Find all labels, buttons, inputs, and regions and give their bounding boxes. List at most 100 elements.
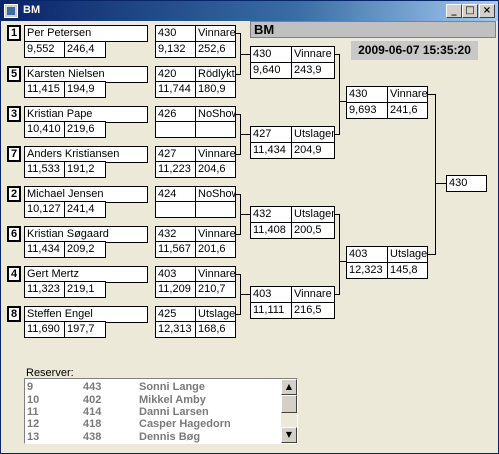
round2-stat1: 11,408: [250, 222, 292, 239]
player-stat1: 11,434: [24, 241, 65, 258]
bracket-line: [427, 254, 436, 255]
round2-stat2: 243,9: [291, 62, 335, 79]
player-stat2: 197,7: [64, 321, 106, 338]
reserves-label: Reserver:: [26, 367, 74, 379]
result-stat1: [155, 201, 196, 218]
round2-score: 432: [250, 206, 292, 223]
player-result: Vinnare: [195, 146, 236, 163]
bracket-line: [240, 214, 250, 215]
result-stat1: 11,209: [155, 281, 196, 298]
round2-stat2: 200,5: [291, 222, 335, 239]
seed-number: 8: [7, 306, 21, 322]
bracket-line: [236, 274, 241, 275]
player-stat1: 11,415: [24, 81, 65, 98]
result-stat1: [155, 121, 196, 138]
minimize-button[interactable]: _: [446, 4, 462, 18]
player-name[interactable]: Per Petersen: [24, 25, 148, 42]
result-stat2: 180,9: [195, 81, 236, 98]
result-stat2: 168,6: [195, 321, 236, 338]
bracket-line: [339, 54, 340, 135]
round2-stat2: 204,9: [291, 142, 335, 159]
player-stat2: 219,6: [64, 121, 106, 138]
round2-stat1: 11,111: [250, 302, 292, 319]
player-stat1: 11,533: [24, 161, 65, 178]
round3-stat1: 12,323: [346, 262, 388, 279]
scroll-thumb[interactable]: [281, 395, 297, 413]
round2-score: 403: [250, 286, 292, 303]
bracket-line: [427, 94, 436, 95]
result-stat2: [195, 121, 236, 138]
player-name[interactable]: Gert Mertz: [24, 266, 148, 283]
final-winner-score: 430: [446, 175, 487, 192]
app-icon[interactable]: [4, 4, 18, 18]
player-stat1: 9,552: [24, 41, 65, 58]
player-name[interactable]: Karsten Nielsen: [24, 66, 148, 83]
bracket-line: [240, 54, 250, 55]
result-stat1: 9,132: [155, 41, 196, 58]
bracket-line: [435, 94, 436, 255]
round3-score: 403: [346, 246, 388, 263]
player-score: 424: [155, 186, 196, 203]
bracket-line: [334, 214, 340, 215]
title-bar[interactable]: BM _ □ ×: [1, 1, 498, 21]
round2-result: Vinnare: [291, 46, 335, 63]
player-result: NoShow: [195, 106, 236, 123]
player-name[interactable]: Michael Jensen: [24, 186, 148, 203]
player-result: Vinnare: [195, 226, 236, 243]
bracket-line: [236, 114, 241, 115]
scroll-down-button[interactable]: ▼: [281, 427, 297, 443]
seed-number: 6: [7, 226, 21, 242]
player-result: Vinnare: [195, 25, 236, 42]
round2-stat2: 216,5: [291, 302, 335, 319]
bracket-line: [240, 134, 250, 135]
close-button[interactable]: ×: [479, 4, 495, 18]
maximize-button[interactable]: □: [462, 4, 478, 18]
page-title: BM: [250, 21, 496, 38]
result-stat1: 12,313: [155, 321, 196, 338]
player-stat2: 219,1: [64, 281, 106, 298]
bracket-line: [240, 294, 250, 295]
round2-score: 430: [250, 46, 292, 63]
bracket-line: [334, 294, 340, 295]
player-stat2: 209,2: [64, 241, 106, 258]
round2-stat1: 9,640: [250, 62, 292, 79]
round3-result: Utslagen: [387, 246, 428, 263]
round3-result: Vinnare: [387, 86, 428, 103]
round3-score: 430: [346, 86, 388, 103]
seed-number: 1: [7, 25, 21, 41]
player-stat2: 241,4: [64, 201, 106, 218]
player-name[interactable]: Kristian Søgaard: [24, 226, 148, 243]
player-score: 430: [155, 25, 196, 42]
round3-stat2: 241,6: [387, 102, 428, 119]
bracket-line: [236, 154, 241, 155]
round2-result: Utslagen: [291, 206, 335, 223]
bracket-line: [334, 134, 340, 135]
bracket-line: [435, 183, 446, 184]
seed-number: 5: [7, 66, 21, 82]
round2-result: Vinnare: [291, 286, 335, 303]
seed-number: 3: [7, 106, 21, 122]
reserves-list[interactable]: 9 443 Sonni Lange 10 402 Mikkel Amby 11 …: [24, 378, 298, 444]
result-stat1: 11,744: [155, 81, 196, 98]
round3-stat1: 9,693: [346, 102, 388, 119]
seed-number: 7: [7, 146, 21, 162]
scroll-up-button[interactable]: ▲: [281, 379, 297, 395]
result-stat2: 210,7: [195, 281, 236, 298]
bracket-line: [236, 234, 241, 235]
seed-number: 4: [7, 266, 21, 282]
bracket-line: [334, 54, 340, 55]
result-stat2: 201,6: [195, 241, 236, 258]
player-result: Rödlykta: [195, 66, 236, 83]
round2-score: 427: [250, 126, 292, 143]
bracket-line: [236, 33, 241, 34]
player-stat1: 11,323: [24, 281, 65, 298]
result-stat2: 252,6: [195, 41, 236, 58]
result-stat1: 11,567: [155, 241, 196, 258]
player-stat2: 246,4: [64, 41, 106, 58]
result-stat2: 204,6: [195, 161, 236, 178]
bracket-line: [339, 261, 346, 262]
result-stat1: 11,223: [155, 161, 196, 178]
player-stat1: 11,690: [24, 321, 65, 338]
reserves-scrollbar[interactable]: ▲ ▼: [281, 379, 297, 443]
bracket-line: [236, 194, 241, 195]
